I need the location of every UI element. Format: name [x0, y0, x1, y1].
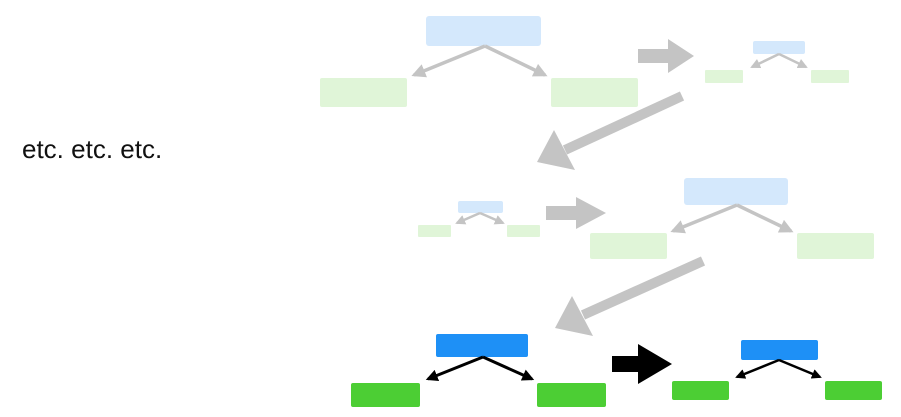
right-child-node [507, 225, 540, 237]
tree-edge-arrow-icon [778, 358, 822, 379]
left-child-node [320, 78, 407, 107]
left-child-node [705, 70, 743, 83]
left-child-node [590, 233, 667, 259]
parent-node [753, 41, 805, 54]
tree-edge-arrow-icon [482, 355, 535, 381]
parent-node [426, 16, 541, 46]
tree-6 [672, 340, 882, 400]
tree-edge-arrow-icon [735, 358, 780, 379]
tree-edge-arrow-icon [455, 211, 481, 225]
right-arrow-icon [612, 344, 672, 384]
tree-1 [320, 16, 638, 107]
right-child-node [797, 233, 874, 259]
tree-5 [351, 334, 606, 407]
tree-edge-arrow-icon [484, 44, 548, 77]
tree-4 [590, 178, 874, 259]
tree-edge-arrow-icon [750, 52, 780, 69]
right-arrow-icon [546, 197, 606, 229]
caption-text: etc. etc. etc. [22, 134, 163, 164]
parent-node [458, 201, 503, 213]
parent-node [684, 178, 788, 205]
tree-3 [418, 201, 540, 237]
parent-node [741, 340, 818, 360]
diagonal-down-left-arrow-icon [555, 256, 706, 336]
right-arrow-icon [638, 39, 694, 73]
left-child-node [672, 381, 729, 400]
right-child-node [551, 78, 638, 107]
tree-edge-arrow-icon [425, 355, 484, 382]
tree-edge-arrow-icon [411, 44, 486, 78]
tree-edge-arrow-icon [670, 203, 738, 234]
tree-edge-arrow-icon [736, 203, 794, 233]
right-child-node [825, 381, 882, 400]
tree-2 [705, 41, 849, 83]
tree-edge-arrow-icon [778, 52, 808, 69]
left-child-node [351, 383, 420, 407]
tree-edge-arrow-icon [479, 211, 505, 225]
left-child-node [418, 225, 451, 237]
parent-node [436, 334, 528, 357]
diagonal-down-left-arrow-icon [537, 91, 685, 170]
right-child-node [537, 383, 606, 407]
right-child-node [811, 70, 849, 83]
